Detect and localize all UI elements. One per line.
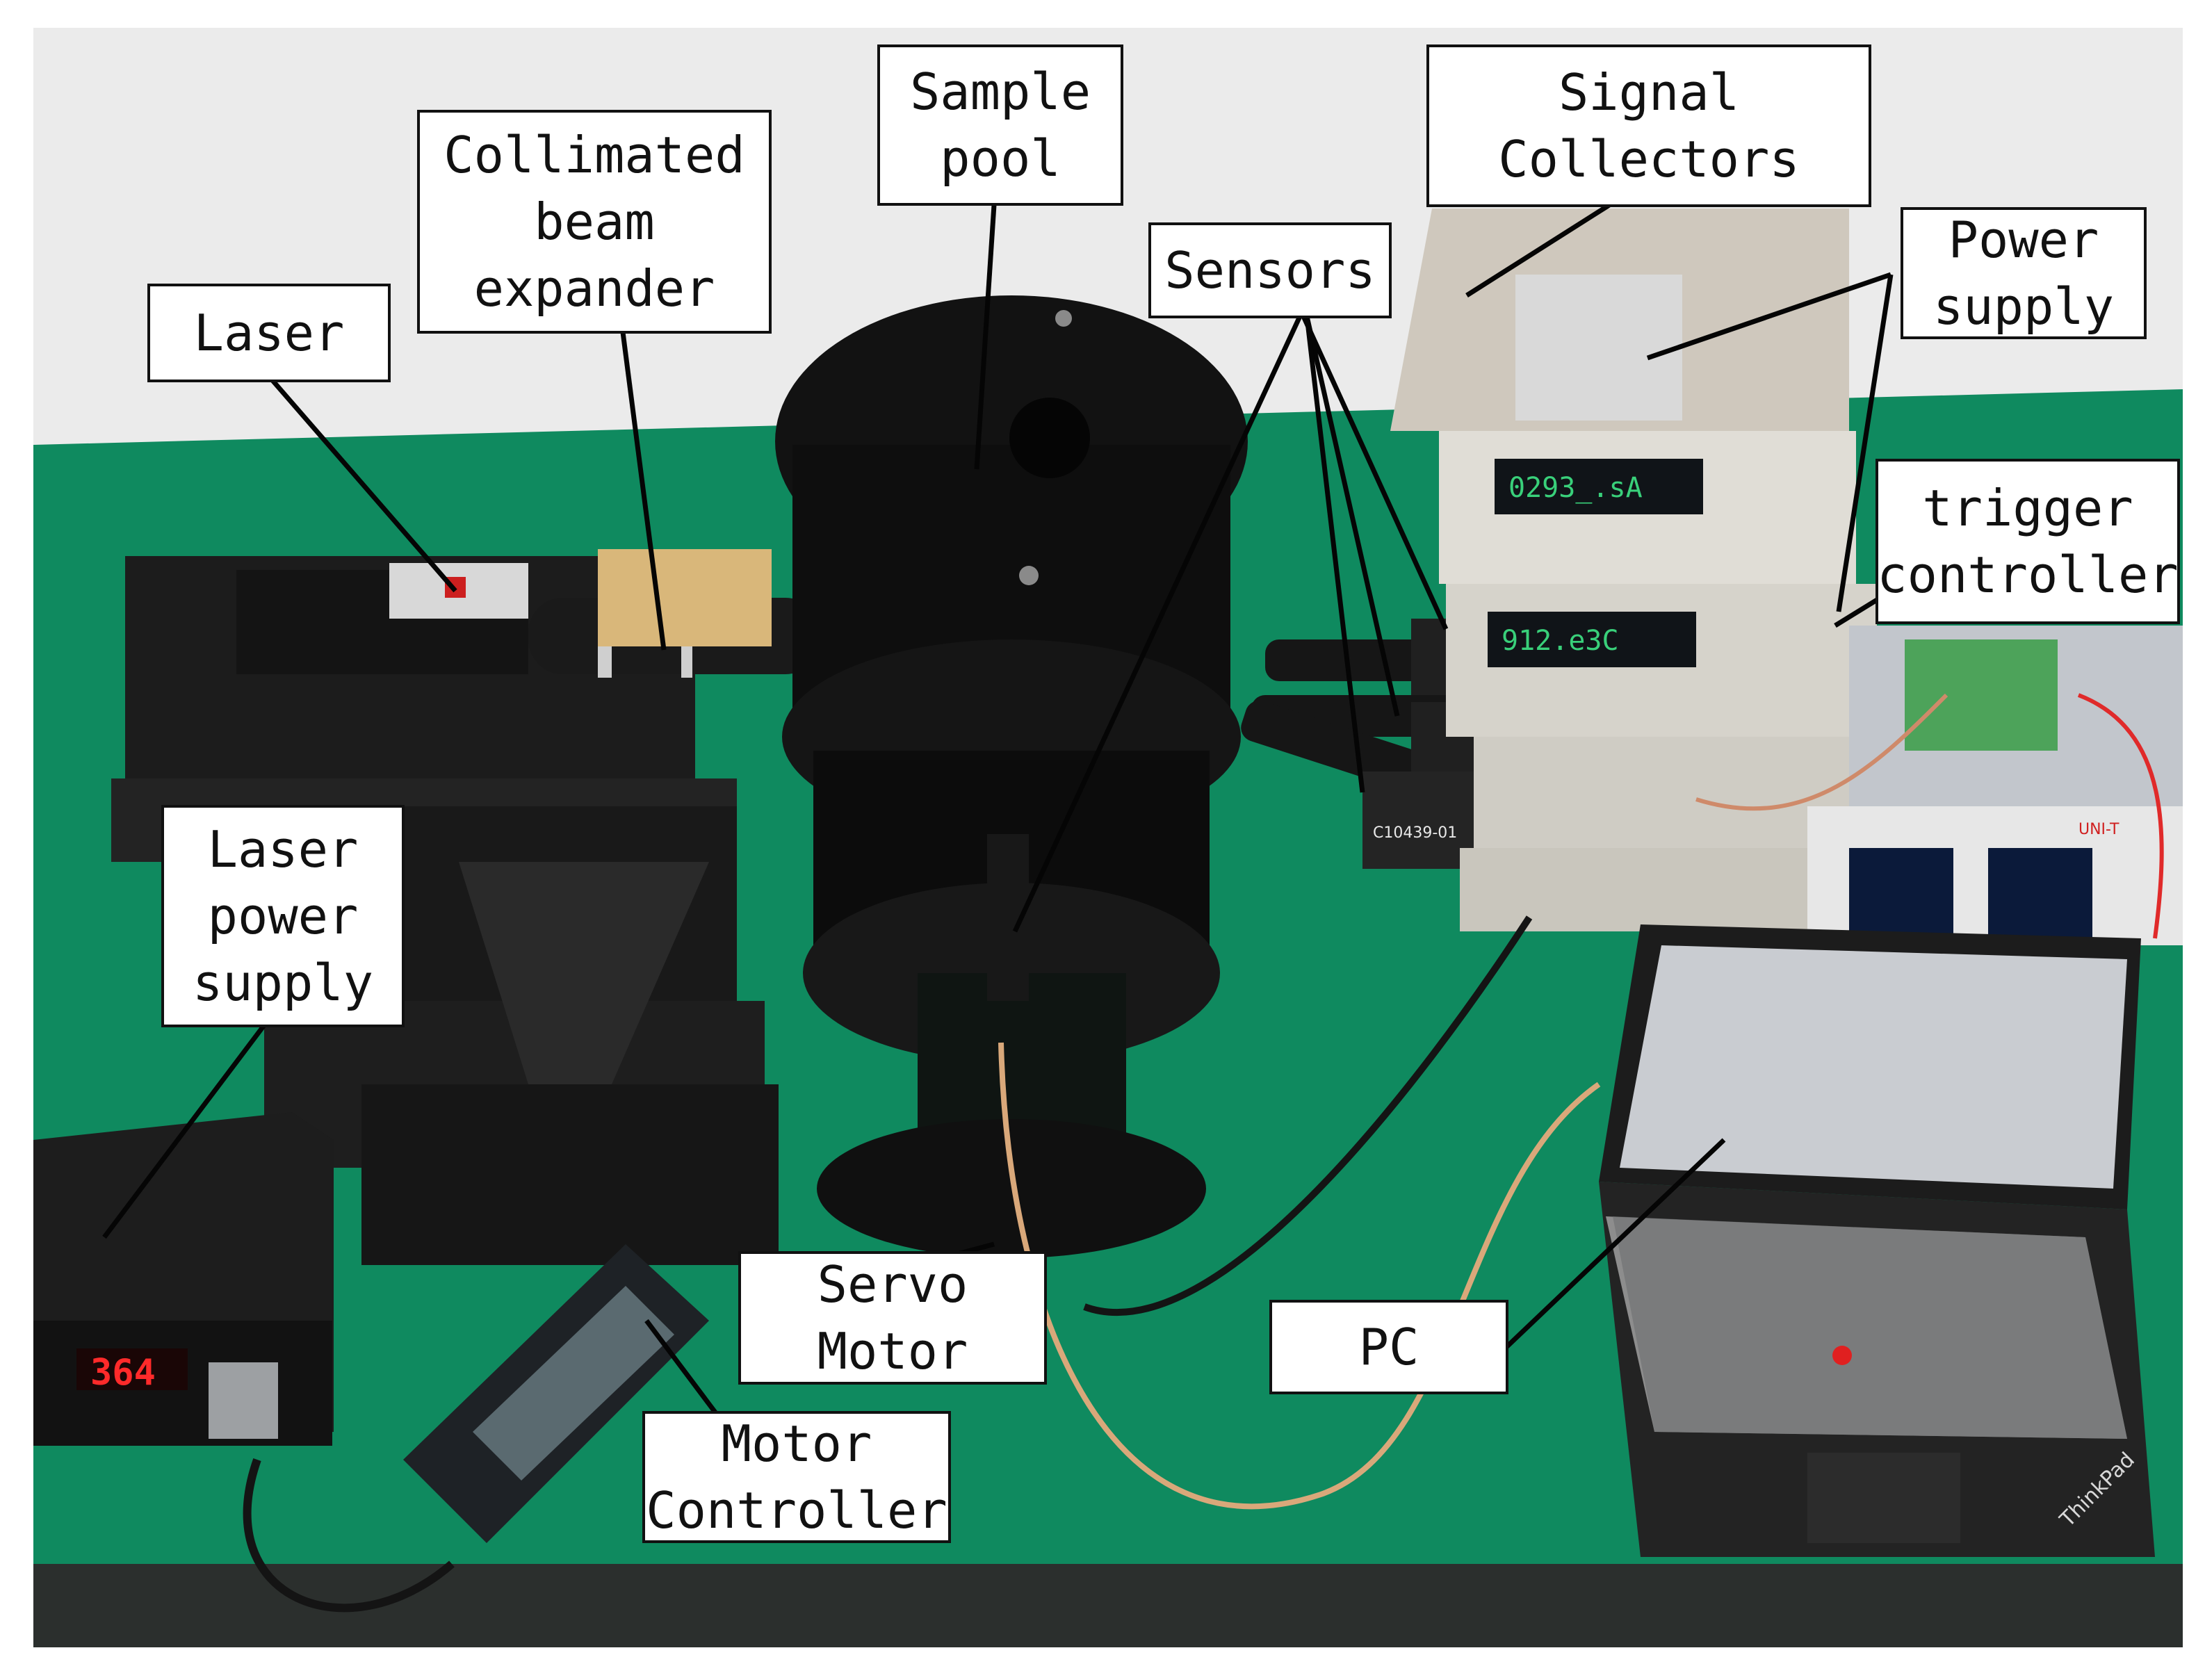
- sample-pool-label-line-2: pool: [940, 129, 1061, 188]
- signal-collectors-label: Signal Collectors: [1426, 44, 1871, 207]
- trigger-controller-label: trigger controller: [1876, 459, 2180, 624]
- sample-pool-label-line-1: Sample: [909, 63, 1091, 121]
- multimeter-middle-display: 912.e3C: [1502, 625, 1619, 657]
- laser-power-display: 364: [90, 1352, 156, 1394]
- signal-collectors-label-line-2: Collectors: [1498, 130, 1800, 188]
- laser-power-supply-label: Laser power supply: [161, 805, 405, 1027]
- pc-label-line-1: PC: [1358, 1318, 1419, 1376]
- dc-power-supply: [1807, 806, 2183, 945]
- laser-power-supply-label-line-3: supply: [192, 954, 374, 1012]
- laser-label-line-1: Laser: [193, 304, 345, 362]
- laser-power-supply-label-line-1: Laser: [207, 820, 359, 879]
- sensors-label-line-1: Sensors: [1164, 241, 1376, 300]
- servo-motor-label-line-2: Motor: [817, 1322, 968, 1380]
- power-supply-label: Power supply: [1901, 207, 2147, 339]
- pc-label: PC: [1269, 1300, 1508, 1394]
- laser-power-supply-label-line-2: power: [207, 887, 359, 945]
- collimated-beam-expander-label-line-3: expander: [473, 259, 715, 318]
- motor-controller-label: Motor Controller: [642, 1411, 951, 1543]
- laser-power-supply-box: [33, 1112, 334, 1446]
- trigger-controller-label-line-1: trigger: [1922, 479, 2133, 537]
- trigger-controller-label-line-2: controller: [1877, 546, 2179, 604]
- power-supply-label-line-2: supply: [1933, 277, 2115, 336]
- power-supply-label-line-1: Power: [1948, 211, 2099, 269]
- signal-collectors-stack: [1390, 209, 1877, 931]
- sample-pool-label: Sample pool: [877, 44, 1123, 206]
- servo-motor-label: Servo Motor: [738, 1251, 1047, 1385]
- desk-box: [598, 549, 772, 646]
- collimated-beam-expander-label-line-1: Collimated: [444, 126, 745, 184]
- laptop: [1599, 924, 2155, 1557]
- motor-controller-unit: [403, 1244, 709, 1543]
- collimated-beam-expander-label: Collimated beam expander: [417, 110, 772, 334]
- multimeter-top-display: 0293_.sA: [1508, 472, 1643, 504]
- sensor-model-label: C10439-01: [1373, 824, 1457, 842]
- sensors-label: Sensors: [1148, 222, 1392, 318]
- laser-label: Laser: [147, 284, 391, 382]
- power-supply-brand: UNI-T: [2078, 821, 2119, 838]
- motor-controller-label-line-2: Controller: [646, 1481, 947, 1540]
- motor-controller-label-line-1: Motor: [721, 1414, 872, 1473]
- laser-head: [236, 563, 528, 674]
- bench-front-edge: [33, 1564, 2183, 1647]
- servo-motor-label-line-1: Servo: [817, 1255, 968, 1314]
- signal-collectors-label-line-1: Signal: [1558, 63, 1740, 122]
- collimated-beam-expander-label-line-2: beam: [534, 193, 655, 251]
